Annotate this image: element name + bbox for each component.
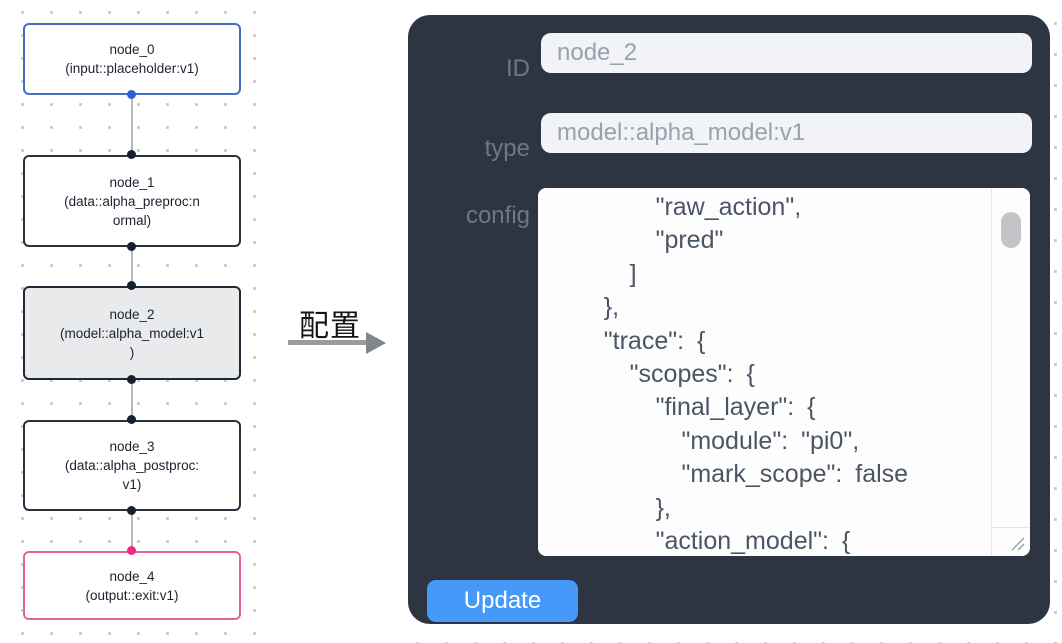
config-json-text: "raw_action", "pred" ] }, "trace": { "sc… (603, 193, 909, 556)
port-dot-node_3-out[interactable] (127, 506, 136, 515)
flow-node-node_0[interactable]: node_0 (input::placeholder:v1) (23, 23, 241, 95)
id-label: ID (506, 55, 530, 82)
update-button[interactable]: Update (427, 580, 578, 622)
flow-node-node_3[interactable]: node_3 (data::alpha_postproc: v1) (23, 420, 241, 511)
node-config-panel: ID type config "raw_action", "pred" ] },… (408, 15, 1050, 624)
config-label: config (465, 202, 530, 229)
config-annotation-label: 配置 (299, 310, 361, 343)
arrow-head-icon (366, 331, 386, 354)
node-label: node_0 (input::placeholder:v1) (65, 42, 199, 76)
type-input[interactable] (541, 113, 1032, 153)
port-dot-node_3-in[interactable] (127, 415, 136, 424)
edge-node2-node3 (131, 380, 133, 420)
node-label: node_2 (model::alpha_model:v1 ) (59, 306, 205, 360)
type-label: type (484, 135, 530, 162)
scrollbar-thumb[interactable] (1001, 212, 1021, 248)
scrollbar-corner-divider (992, 527, 1030, 528)
edge-node1-node2 (131, 247, 133, 286)
port-dot-node_0-out[interactable] (127, 90, 136, 99)
node-label: node_4 (output::exit:v1) (85, 568, 179, 603)
port-dot-node_1-in[interactable] (127, 150, 136, 159)
edge-node3-node4 (131, 511, 133, 551)
scrollbar-track (991, 188, 992, 556)
port-dot-node_1-out[interactable] (127, 242, 136, 251)
node-label: node_3 (data::alpha_postproc: v1) (64, 439, 200, 492)
flow-node-node_4[interactable]: node_4 (output::exit:v1) (23, 551, 241, 620)
node-label: node_1 (data::alpha_preproc:n ormal) (64, 174, 200, 228)
config-textarea[interactable]: "raw_action", "pred" ] }, "trace": { "sc… (538, 188, 1030, 556)
id-input[interactable] (541, 33, 1032, 73)
arrow-line (288, 340, 368, 345)
port-dot-node_4-in[interactable] (127, 546, 136, 555)
port-dot-node_2-in[interactable] (127, 281, 136, 290)
flow-node-node_1[interactable]: node_1 (data::alpha_preproc:n ormal) (23, 155, 241, 247)
resize-handle-icon[interactable] (1008, 534, 1026, 552)
flow-node-node_2-selected[interactable]: node_2 (model::alpha_model:v1 ) (23, 286, 241, 380)
port-dot-node_2-out[interactable] (127, 375, 136, 384)
edge-node0-node1 (131, 95, 133, 155)
